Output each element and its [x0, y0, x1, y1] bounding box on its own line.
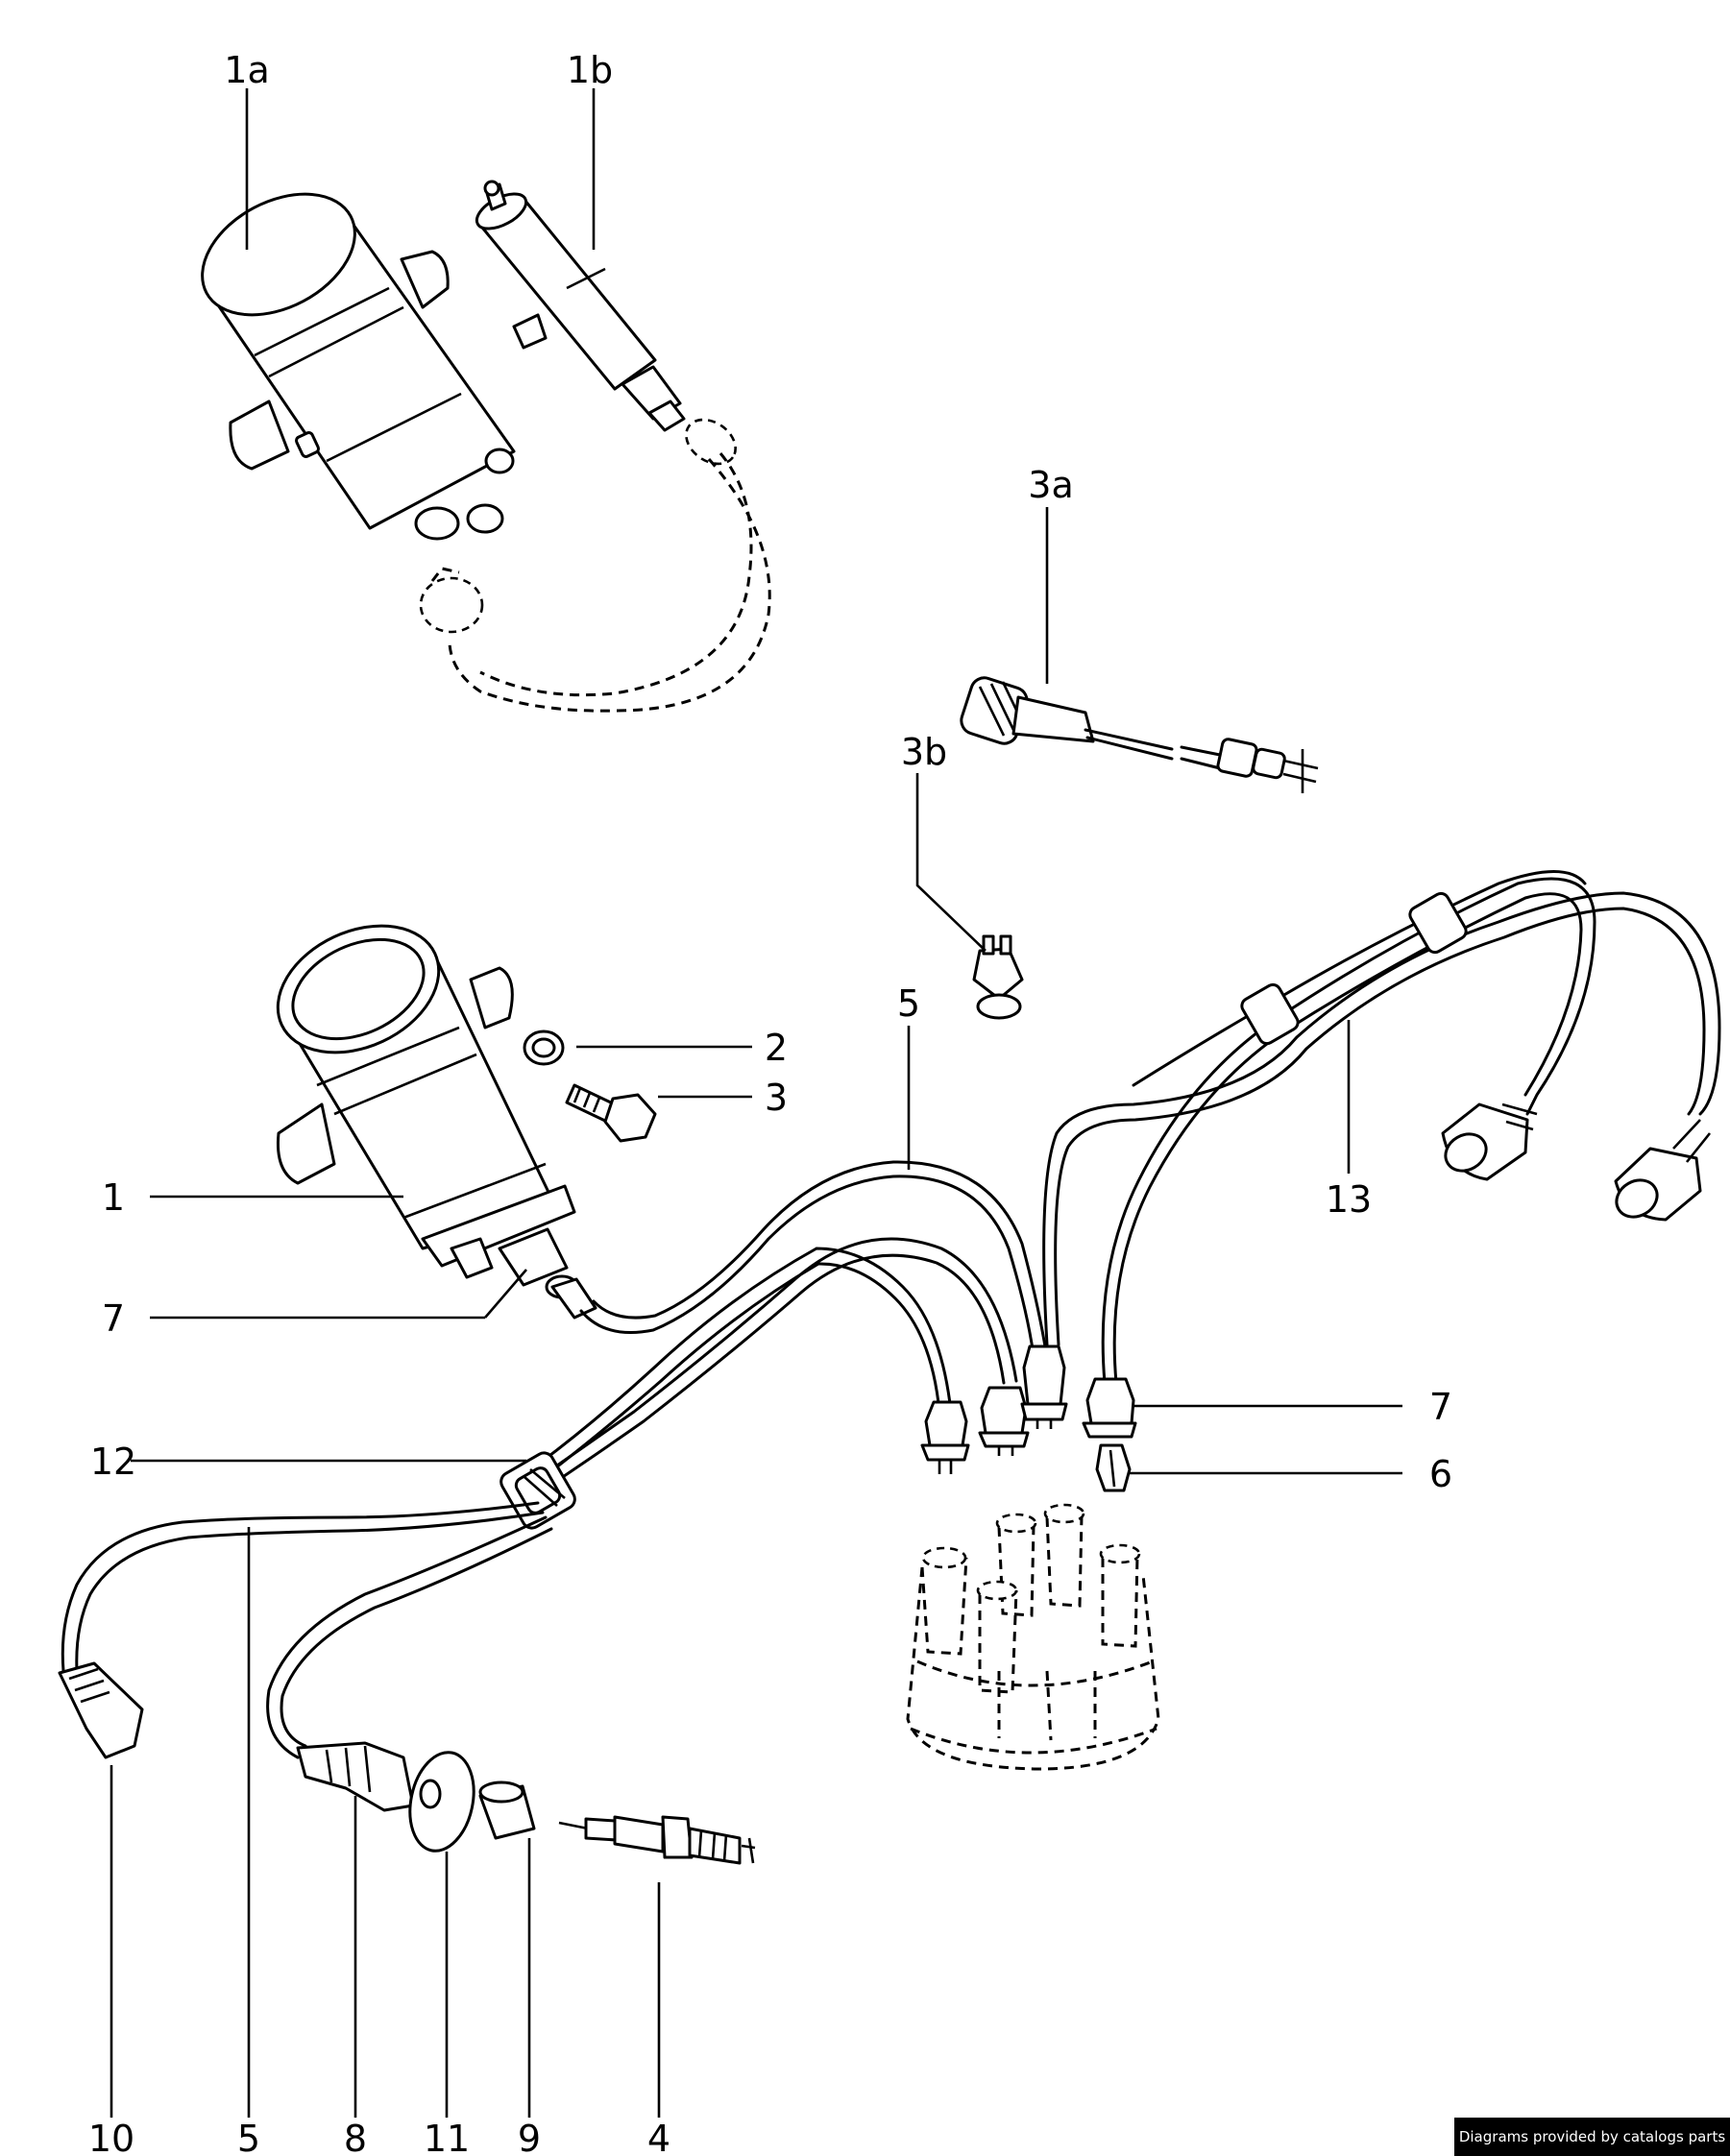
leader-lines: [110, 88, 1402, 2118]
label-1a: 1a: [224, 49, 269, 91]
sensor-3a: [960, 676, 1319, 793]
label-1b: 1b: [567, 49, 613, 91]
label-11: 11: [424, 2118, 470, 2156]
clip-3b: [972, 934, 1024, 1020]
suppressor-cap-9: [478, 1781, 536, 1840]
label-5-bottom: 5: [237, 2118, 260, 2156]
washer-2: [523, 1030, 565, 1066]
label-3: 3: [765, 1077, 788, 1119]
label-8: 8: [344, 2118, 367, 2156]
bolt-3: [565, 1083, 657, 1143]
ignition-coil-1a: [201, 192, 516, 541]
label-3b: 3b: [901, 731, 947, 773]
label-5-top: 5: [897, 982, 920, 1025]
label-13: 13: [1326, 1178, 1372, 1221]
spark-plug-4: [558, 1815, 756, 1865]
label-6: 6: [1429, 1453, 1452, 1495]
resistor-1b: [475, 180, 686, 432]
dashed-lead-1b-to-1a: [419, 418, 771, 713]
ignition-wire-set: [58, 870, 1721, 1812]
shield-11: [408, 1751, 475, 1853]
label-1: 1: [102, 1176, 125, 1219]
label-9: 9: [518, 2118, 541, 2156]
label-4: 4: [647, 2118, 670, 2156]
callout-labels: 1a 1b 3a 3b 5 2 3 13 1 7 7 12 6 10 5 8 1…: [88, 49, 1452, 2156]
label-10: 10: [88, 2118, 134, 2156]
credit-banner: Diagrams provided by catalogs parts: [1454, 2118, 1730, 2156]
label-3a: 3a: [1028, 464, 1073, 506]
label-7-left: 7: [102, 1297, 125, 1340]
label-12: 12: [90, 1441, 136, 1483]
distributor-cap: [906, 1503, 1160, 1771]
label-7-right: 7: [1429, 1386, 1452, 1428]
label-2: 2: [765, 1027, 788, 1069]
ignition-coil-1: [276, 924, 597, 1320]
